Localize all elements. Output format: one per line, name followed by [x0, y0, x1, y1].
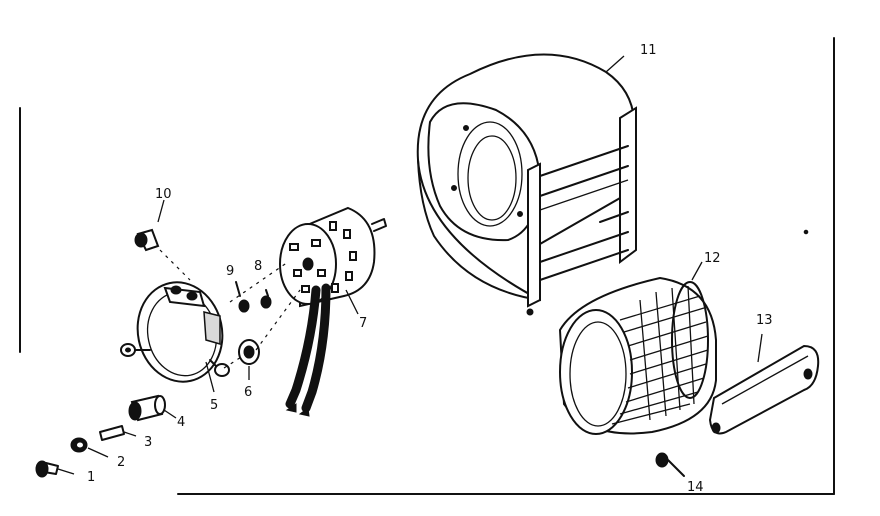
callout-6: 6 [244, 385, 252, 400]
part-9-washer [235, 281, 250, 313]
part-1-bolt [35, 460, 75, 478]
callout-14: 14 [687, 480, 704, 495]
part-5-motor-mount-ring [120, 281, 230, 393]
callout-2: 2 [117, 455, 125, 470]
part-3-stud [99, 425, 137, 441]
part-14-screw [655, 452, 685, 477]
callout-7: 7 [359, 316, 367, 331]
callout-13: 13 [756, 313, 773, 328]
part-13-cutoff-plate [708, 333, 820, 435]
part-2-nut [70, 437, 109, 458]
callout-9: 9 [226, 264, 234, 279]
callout-1: 1 [87, 470, 95, 485]
callout-5: 5 [210, 398, 218, 413]
callout-11: 11 [640, 43, 657, 58]
part-6-bearing [238, 339, 260, 380]
callout-8: 8 [254, 259, 262, 274]
callout-12: 12 [704, 251, 721, 266]
frame-lines [19, 37, 835, 495]
callout-10: 10 [155, 187, 172, 202]
callout-3: 3 [144, 435, 152, 450]
assembly-lines [159, 249, 301, 369]
part-12-blower-wheel [558, 261, 717, 435]
callout-4: 4 [177, 415, 185, 430]
part-7-motor [279, 206, 387, 417]
callout-labels: 1 2 3 4 5 6 7 8 9 10 11 12 13 14 [87, 43, 773, 495]
part-11-blower-housing [416, 53, 637, 316]
part-10-screw [134, 199, 165, 252]
part-4-bushing [128, 394, 177, 422]
part-8-screw [260, 289, 272, 309]
